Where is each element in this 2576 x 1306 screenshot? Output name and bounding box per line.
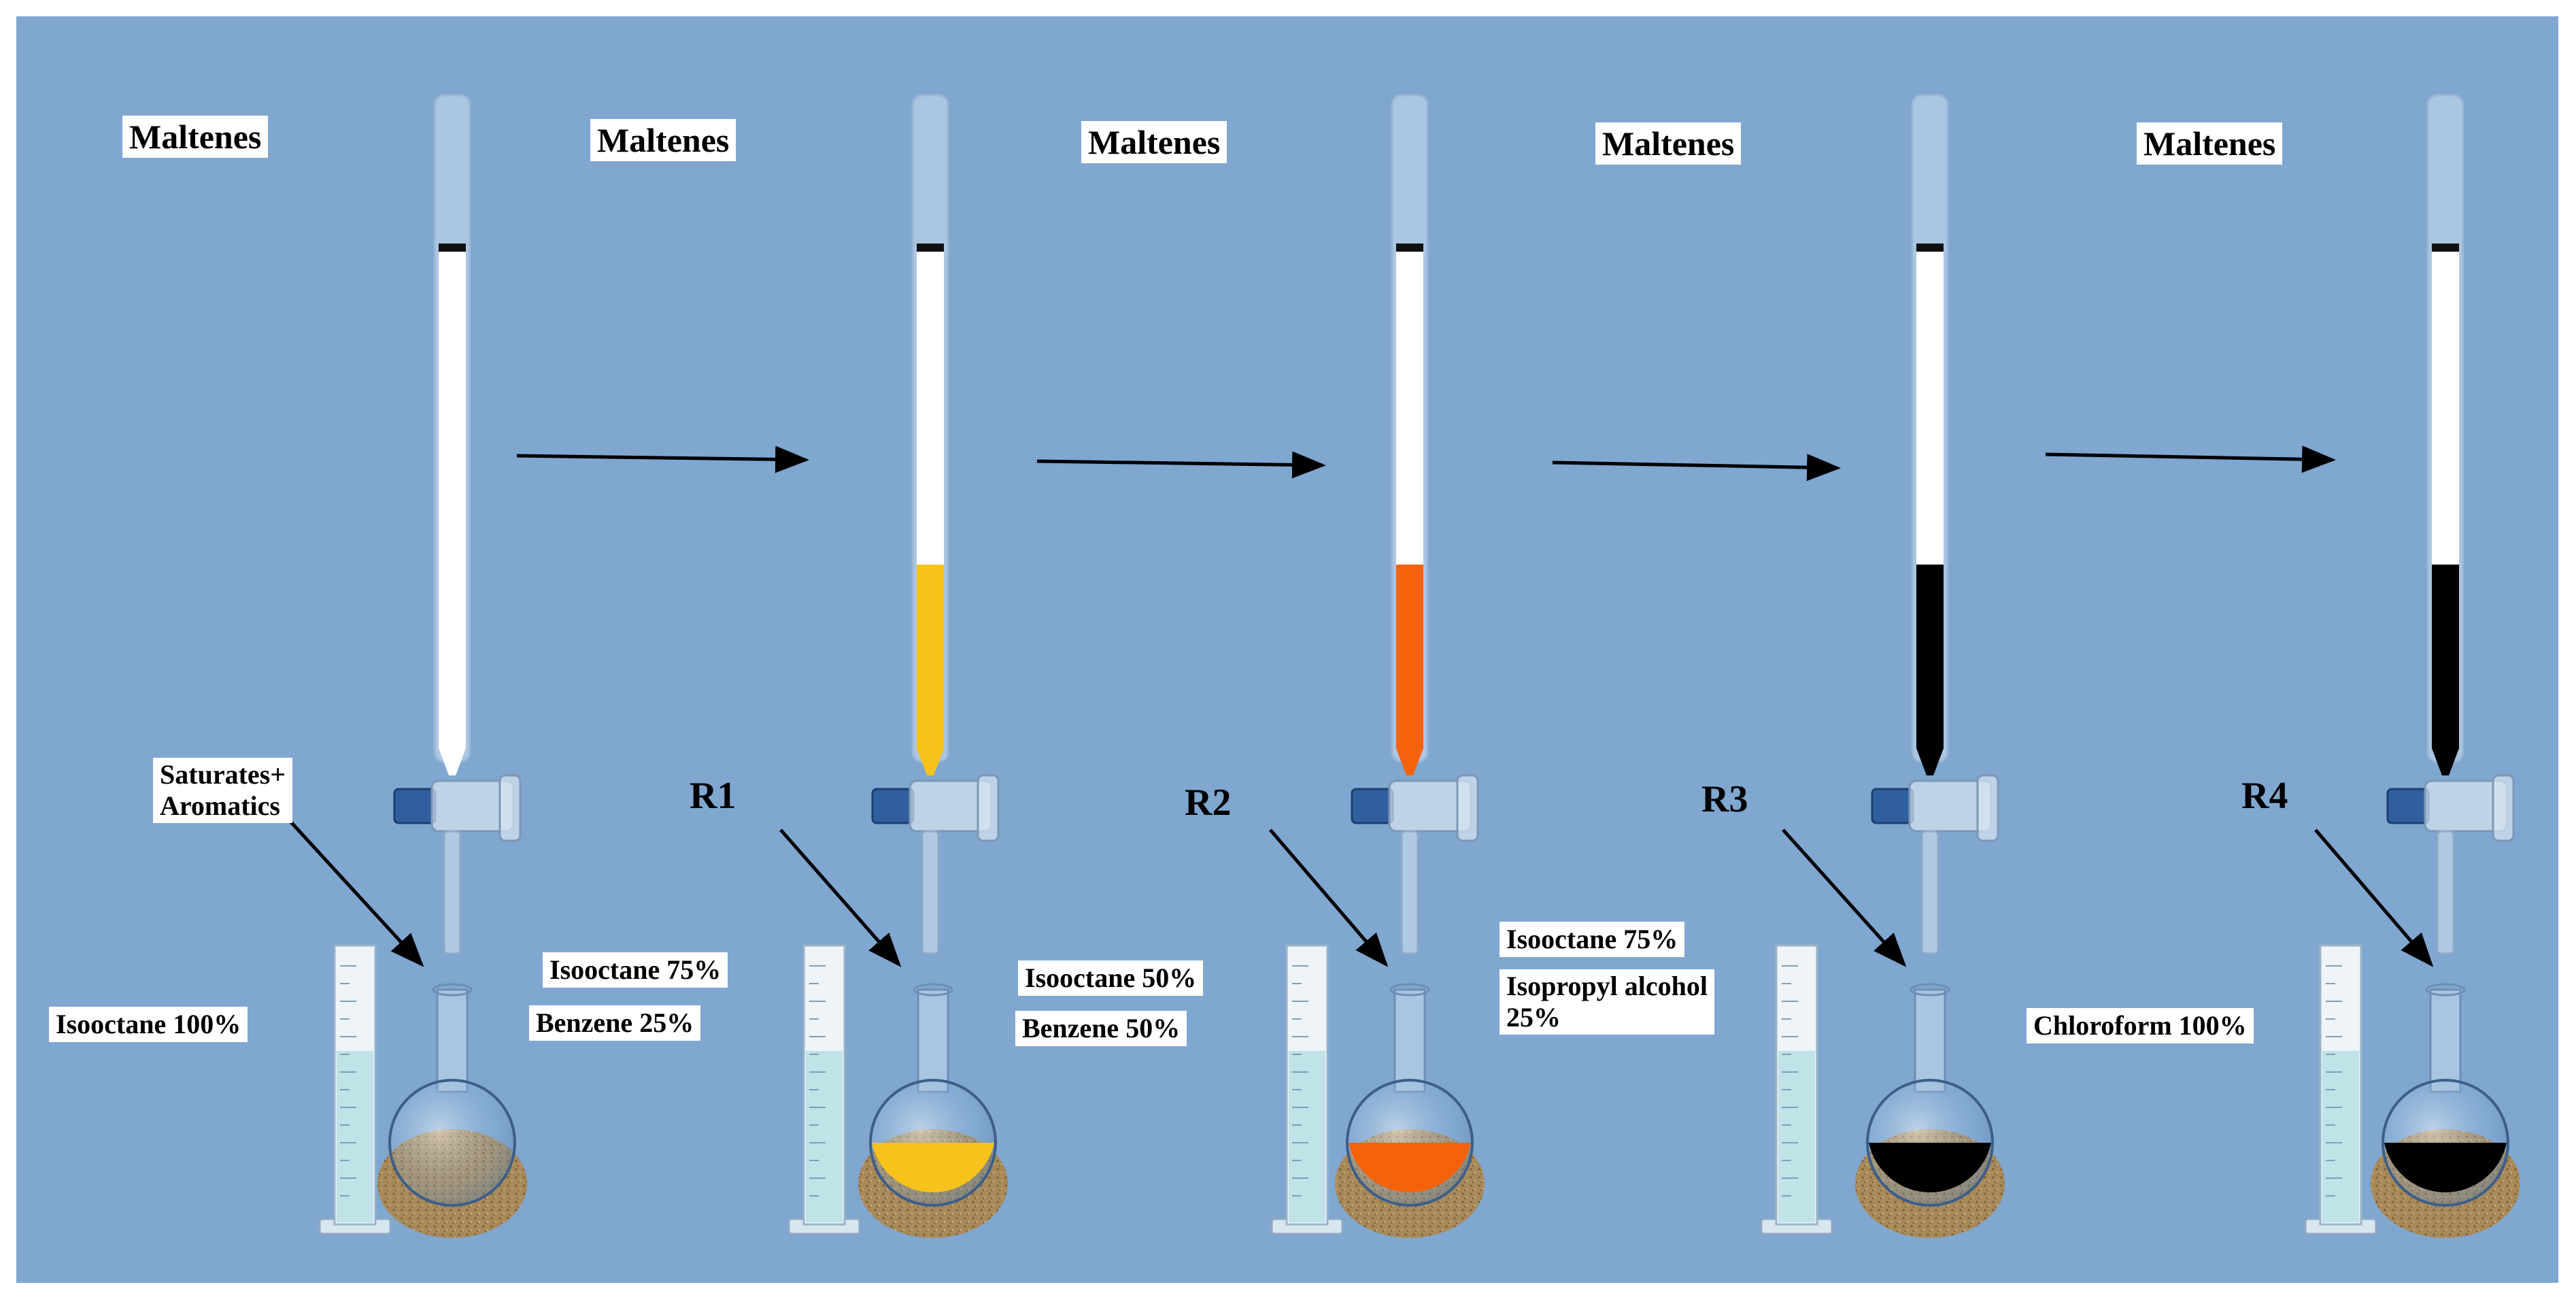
- drip-tube: [2436, 830, 2455, 955]
- stopcock-key: [1976, 774, 1999, 842]
- stage-3: [1270, 94, 1485, 1238]
- stopcock-handle: [393, 788, 437, 824]
- cylinder-liquid: [2322, 1051, 2359, 1222]
- stage-arrow-4: [2045, 446, 2336, 473]
- cylinder-liquid: [1778, 1051, 1815, 1222]
- drip-tube: [1400, 830, 1419, 955]
- stopcock-key: [977, 774, 1000, 842]
- flask-fraction: [1349, 1143, 1471, 1192]
- flask-neck: [1914, 988, 1946, 1093]
- collect-arrow-3: [1269, 828, 1389, 967]
- column-taper-fill: [1916, 748, 1944, 775]
- stage-arrow-2: [1036, 451, 1326, 479]
- column-band: [1396, 244, 1423, 252]
- stopcock-handle: [871, 788, 915, 824]
- stage-arrow-3: [1552, 454, 1841, 482]
- solvent-label-2-1: Isooctane 75%: [543, 952, 728, 988]
- solvent-label-3-2: Benzene 50%: [1015, 1011, 1187, 1046]
- stage-header-5: Maltenes: [2137, 122, 2283, 165]
- stopcock-key: [1456, 774, 1479, 842]
- flask-fraction: [872, 1143, 994, 1192]
- stage-4: [1760, 94, 2005, 1238]
- stage-arrow-1: [516, 446, 809, 473]
- column-taper-fill: [2432, 748, 2459, 775]
- column-band: [2432, 244, 2459, 252]
- collect-arrow-2: [779, 828, 902, 967]
- result-label-r2: R2: [1182, 782, 1234, 823]
- flask-fraction: [1869, 1143, 1991, 1192]
- flask-rim: [2425, 983, 2466, 997]
- result-label-r4: R4: [2239, 775, 2291, 816]
- fraction-label-saturates-aromatics: Saturates+ Aromatics: [153, 758, 292, 823]
- flask-neck: [917, 988, 949, 1093]
- solvent-label-4-1: Isooctane 75%: [1499, 922, 1685, 957]
- flask-rim: [432, 983, 473, 997]
- column-fraction-fill: [2432, 565, 2459, 748]
- solvent-label-5-1: Chloroform 100%: [2027, 1008, 2254, 1043]
- column-fraction-fill: [917, 565, 944, 748]
- flask-rim: [913, 983, 953, 997]
- column-band: [1916, 244, 1944, 252]
- result-label-r1: R1: [687, 775, 739, 816]
- solvent-label-2-2: Benzene 25%: [529, 1005, 701, 1041]
- stopcock-key: [498, 774, 522, 842]
- cylinder-liquid: [806, 1051, 843, 1222]
- flask-fraction: [2384, 1143, 2507, 1192]
- stage-5: [2304, 94, 2520, 1238]
- drip-tube: [921, 830, 940, 955]
- stopcock-handle: [1351, 788, 1394, 824]
- stage-header-3: Maltenes: [1081, 121, 1227, 163]
- solvent-label-3-1: Isooctane 50%: [1018, 960, 1204, 996]
- flask-neck: [1393, 988, 1426, 1093]
- flask-rim: [1910, 983, 1950, 997]
- result-label-r3: R3: [1699, 779, 1751, 820]
- column-packing: [439, 245, 466, 748]
- collect-arrow-4: [1782, 828, 1907, 967]
- drip-tube: [443, 830, 462, 955]
- stopcock-handle: [1871, 788, 1914, 824]
- stopcock-key: [2492, 774, 2515, 842]
- cylinder-liquid: [1289, 1051, 1325, 1222]
- flask-bulb: [388, 1079, 516, 1207]
- stage-header-1: Maltenes: [122, 116, 269, 158]
- flask-neck: [436, 988, 469, 1093]
- stage-2: [787, 94, 1008, 1238]
- flask-rim: [1389, 983, 1430, 997]
- column-band: [439, 244, 466, 252]
- column-fraction-fill: [1396, 565, 1423, 748]
- stage-header-4: Maltenes: [1595, 122, 1742, 165]
- collect-arrow-1: [284, 815, 424, 967]
- stage-1: [318, 94, 527, 1238]
- column-taper: [439, 748, 466, 775]
- column-band: [917, 244, 944, 252]
- drip-tube: [1920, 830, 1939, 955]
- column-taper-fill: [917, 748, 944, 775]
- solvent-label-1-1: Isooctane 100%: [49, 1007, 248, 1042]
- solvent-label-4-2: Isopropyl alcohol 25%: [1499, 969, 1714, 1035]
- flask-neck: [2429, 988, 2462, 1093]
- column-fraction-fill: [1916, 565, 1944, 748]
- stage-header-2: Maltenes: [590, 119, 736, 161]
- collect-arrow-5: [2314, 828, 2434, 967]
- stopcock-handle: [2386, 788, 2430, 824]
- cylinder-liquid: [337, 1051, 373, 1222]
- column-taper-fill: [1396, 748, 1423, 775]
